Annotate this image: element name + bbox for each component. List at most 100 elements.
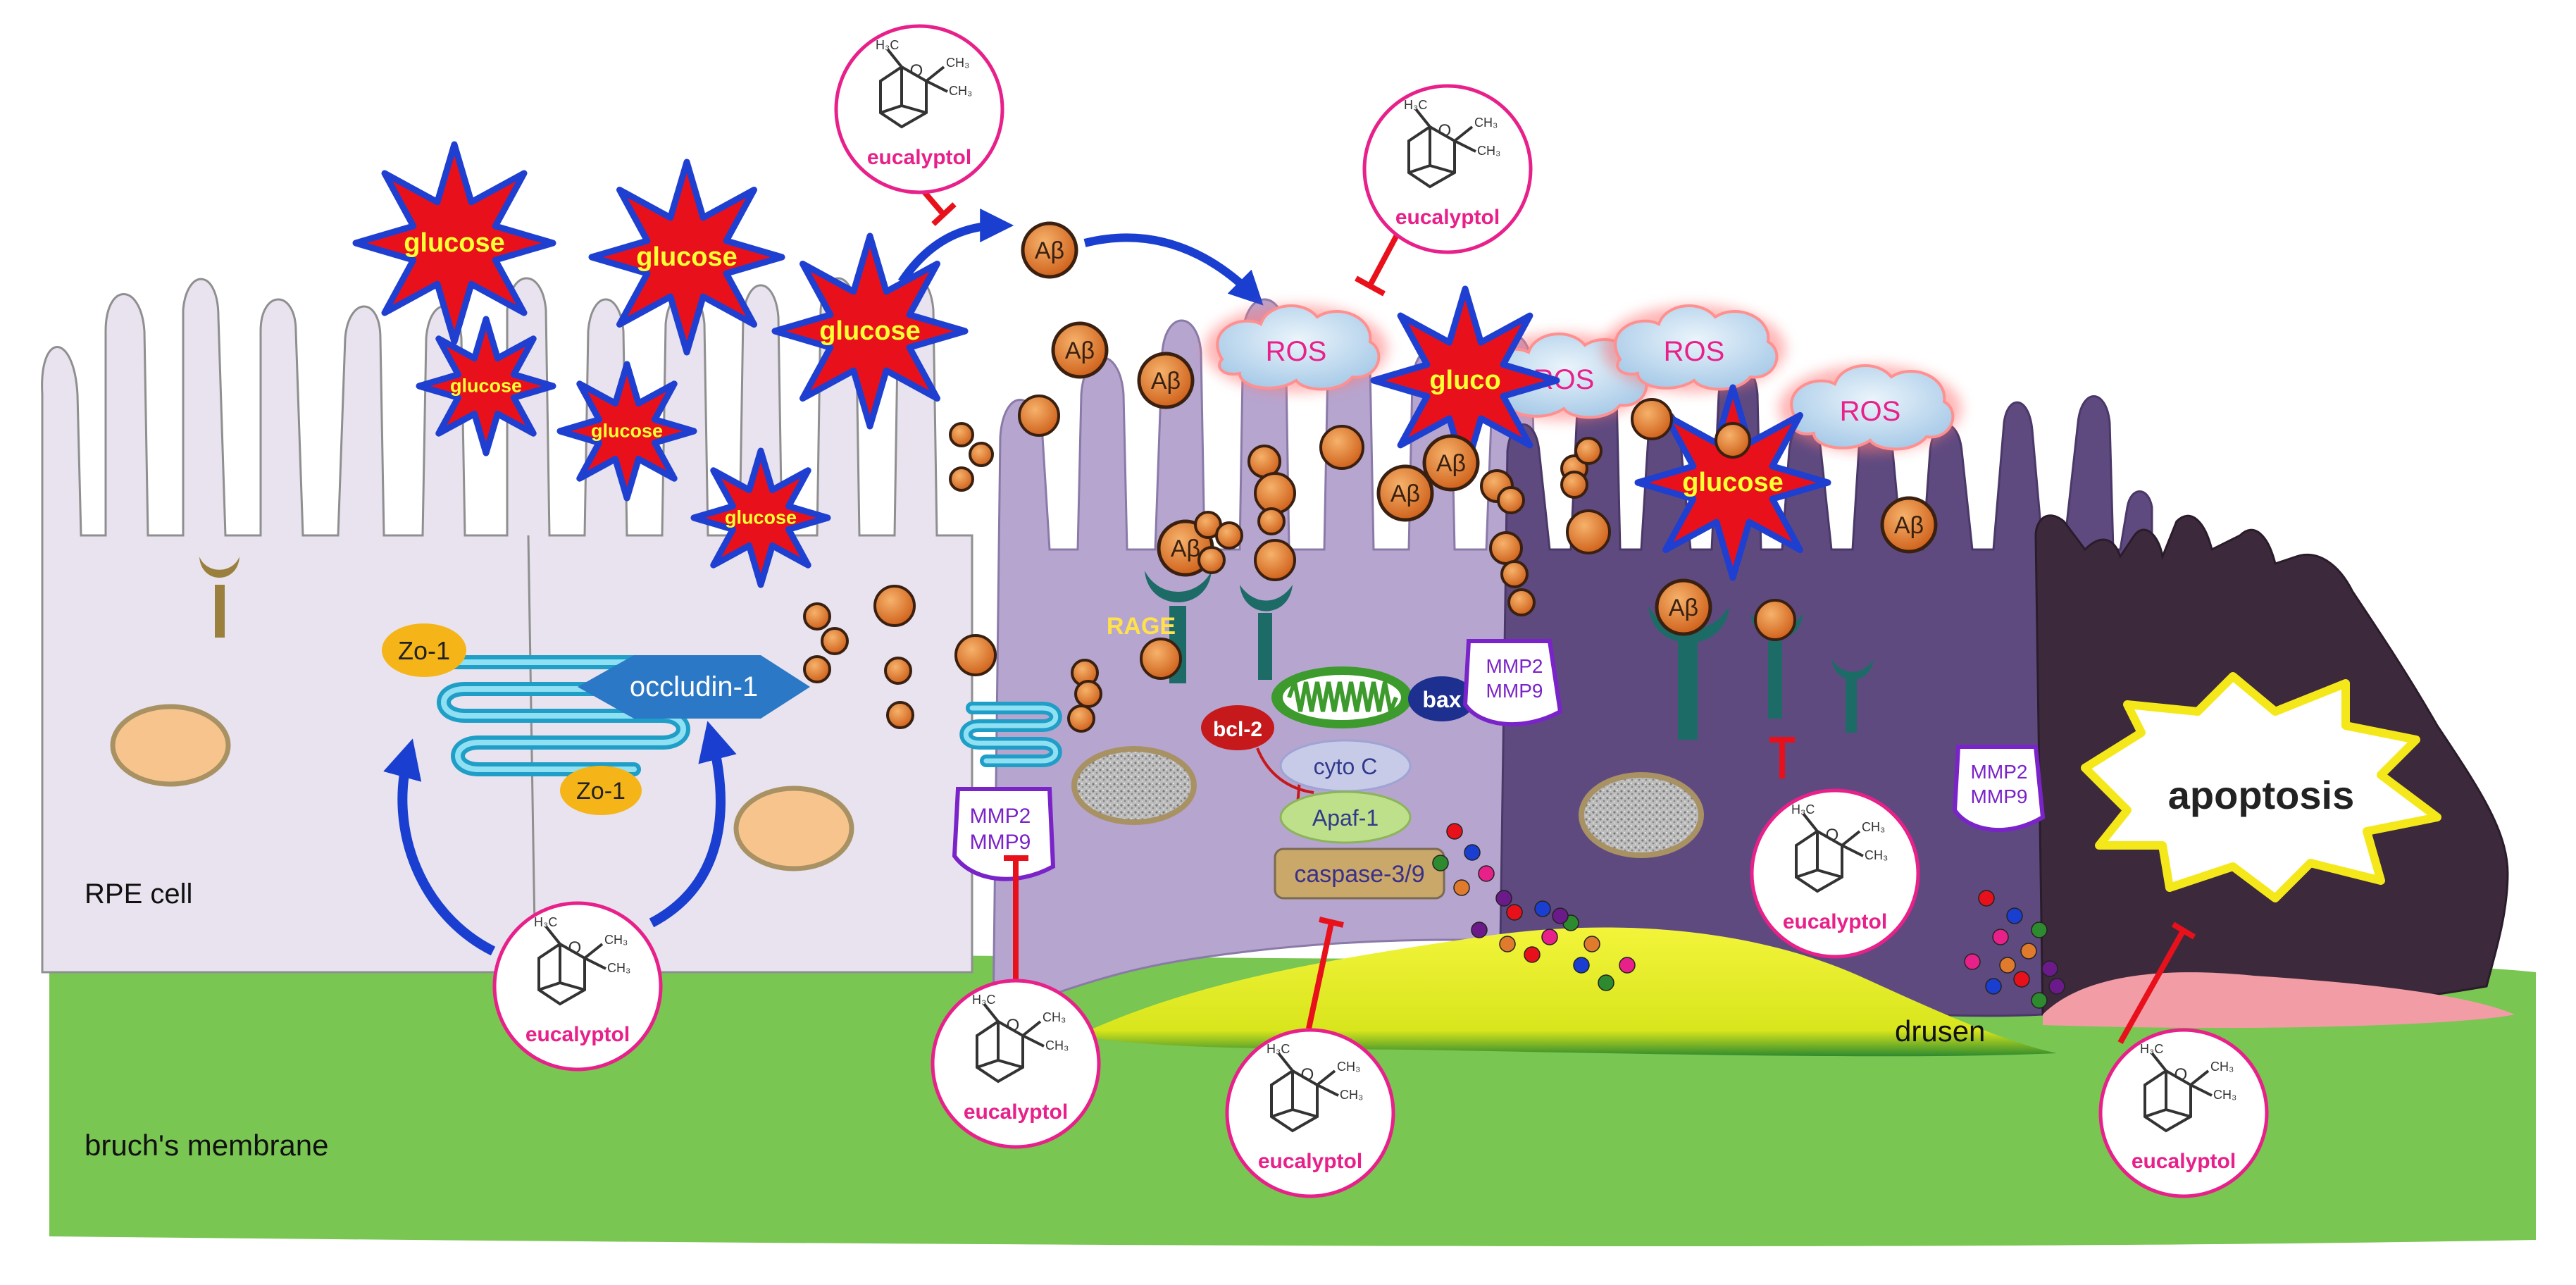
eucalyptol-molecule-icon xyxy=(537,925,606,1006)
inhibition-bar-icon xyxy=(1306,917,1344,1029)
svg-text:CH₃: CH₃ xyxy=(949,84,972,98)
drusen-bead xyxy=(1478,865,1495,882)
inhibition-bar-icon xyxy=(920,188,957,226)
svg-text:O: O xyxy=(1301,1065,1314,1084)
bruchs-membrane-label: bruch's membrane xyxy=(85,1129,329,1162)
eucalyptol-molecule-icon xyxy=(2143,1052,2213,1133)
svg-text:CH₃: CH₃ xyxy=(2210,1060,2234,1074)
drusen-bead xyxy=(1598,974,1614,991)
eucalyptol-label: eucalyptol xyxy=(525,1023,630,1046)
apoptosis-burst: apoptosis xyxy=(2081,672,2441,902)
drusen-bead xyxy=(2013,971,2030,988)
svg-text:CH₃: CH₃ xyxy=(2213,1088,2236,1102)
svg-text:CH₃: CH₃ xyxy=(1477,144,1500,158)
tight-junction-cell2 xyxy=(959,702,1062,767)
abeta-label: Aβ xyxy=(1669,595,1698,621)
arrow-to-occludin xyxy=(649,721,737,928)
drusen-bead xyxy=(1964,953,1981,970)
svg-text:H₃C: H₃C xyxy=(1404,98,1427,112)
eucalyptol-molecule-icon xyxy=(1270,1052,1339,1133)
abeta-particle xyxy=(954,634,997,676)
mmp-badge-3-line2: MMP9 xyxy=(1971,786,2028,807)
glucose-star: glucose xyxy=(416,316,556,457)
svg-text:CH₃: CH₃ xyxy=(604,933,628,947)
abeta-particle xyxy=(1497,486,1525,514)
abeta-particle xyxy=(1489,531,1523,565)
abeta-particle: Aβ xyxy=(1422,434,1480,492)
eucalyptol-molecule-icon xyxy=(976,1002,1045,1084)
abeta-label: Aβ xyxy=(1436,450,1466,477)
nucleus-3 xyxy=(1071,746,1197,825)
abeta-particle xyxy=(1754,599,1796,641)
abeta-particle xyxy=(1254,539,1296,581)
abeta-particle xyxy=(1560,471,1588,499)
svg-text:O: O xyxy=(2174,1065,2188,1084)
inhibition-bar-icon xyxy=(1769,737,1795,778)
mmp-badge-3: MMP2 MMP9 xyxy=(1952,745,2046,833)
drusen-deposit xyxy=(1078,927,2057,1057)
eucalyptol-label: eucalyptol xyxy=(1783,910,1887,933)
rage-receptor-icon xyxy=(1831,659,1874,733)
glucose-stars: glucose glucose glucose glucose glucose gluco… xyxy=(352,141,1831,588)
glucose-star: glucose xyxy=(690,447,831,588)
abeta-particle xyxy=(949,422,974,447)
abeta-particle xyxy=(949,466,974,492)
drusen-bead xyxy=(1524,946,1541,963)
mmp-badge-1-line1: MMP2 xyxy=(970,805,1031,828)
bax-badge xyxy=(1408,676,1476,721)
abeta-particle xyxy=(1018,395,1060,437)
rage-receptor-icon xyxy=(1648,606,1729,740)
inhibition-bar-icon xyxy=(1004,855,1028,986)
drusen-bead xyxy=(1471,921,1488,938)
abeta-particle xyxy=(1254,472,1296,514)
mmp-badge-3-line1: MMP2 xyxy=(1971,761,2028,783)
glucose-star: glucose xyxy=(556,361,697,502)
nucleus-1 xyxy=(110,704,231,787)
svg-text:CH₃: CH₃ xyxy=(1862,820,1885,834)
svg-text:CH₃: CH₃ xyxy=(1340,1088,1363,1102)
caspase-box xyxy=(1274,848,1445,900)
eucalyptol-label: eucalyptol xyxy=(2132,1150,2236,1173)
eucalyptol-molecule-icon xyxy=(1795,812,1864,893)
ros-1-label: ROS xyxy=(1266,336,1327,367)
glucose-label: glucose xyxy=(450,375,522,396)
zo1-top-label: Zo-1 xyxy=(398,636,450,665)
rage-receptor-icon xyxy=(1240,585,1293,680)
rage-label: RAGE xyxy=(1107,613,1176,640)
abeta-particle xyxy=(1715,422,1751,459)
abeta-particle xyxy=(1574,437,1603,465)
abeta-particle xyxy=(884,657,912,685)
glucose-label: glucose xyxy=(591,420,663,441)
arrow-to-zo1 xyxy=(383,738,496,956)
glucose-label: glucose xyxy=(636,242,738,272)
svg-text:H₃C: H₃C xyxy=(1267,1042,1290,1056)
svg-text:CH₃: CH₃ xyxy=(1337,1060,1360,1074)
glucose-label: glucose xyxy=(725,507,797,528)
svg-text:CH₃: CH₃ xyxy=(1474,116,1498,130)
ros-3-label: ROS xyxy=(1664,336,1725,367)
abeta-label: Aβ xyxy=(1390,480,1420,507)
abeta-label: Aβ xyxy=(1171,535,1200,562)
drusen-bead xyxy=(1499,936,1516,952)
drusen-bead xyxy=(1541,929,1558,945)
svg-text:H₃C: H₃C xyxy=(876,38,899,52)
abeta-particle xyxy=(1566,509,1611,554)
drusen-beads xyxy=(1432,823,2065,1009)
ros-clouds: ROS ROS ROS ROS xyxy=(1205,304,1962,452)
bcl2-label: bcl-2 xyxy=(1213,718,1262,741)
glucose-label: glucose xyxy=(819,316,921,346)
abeta-particle xyxy=(1500,560,1529,588)
inhibition-lines xyxy=(920,188,2196,1044)
glucose-star: glucose xyxy=(1634,384,1831,581)
abeta-label: Aβ xyxy=(1035,237,1064,264)
svg-text:CH₃: CH₃ xyxy=(607,961,630,975)
apaf1-badge xyxy=(1279,790,1412,844)
abeta-particle: Aβ xyxy=(1376,464,1434,522)
